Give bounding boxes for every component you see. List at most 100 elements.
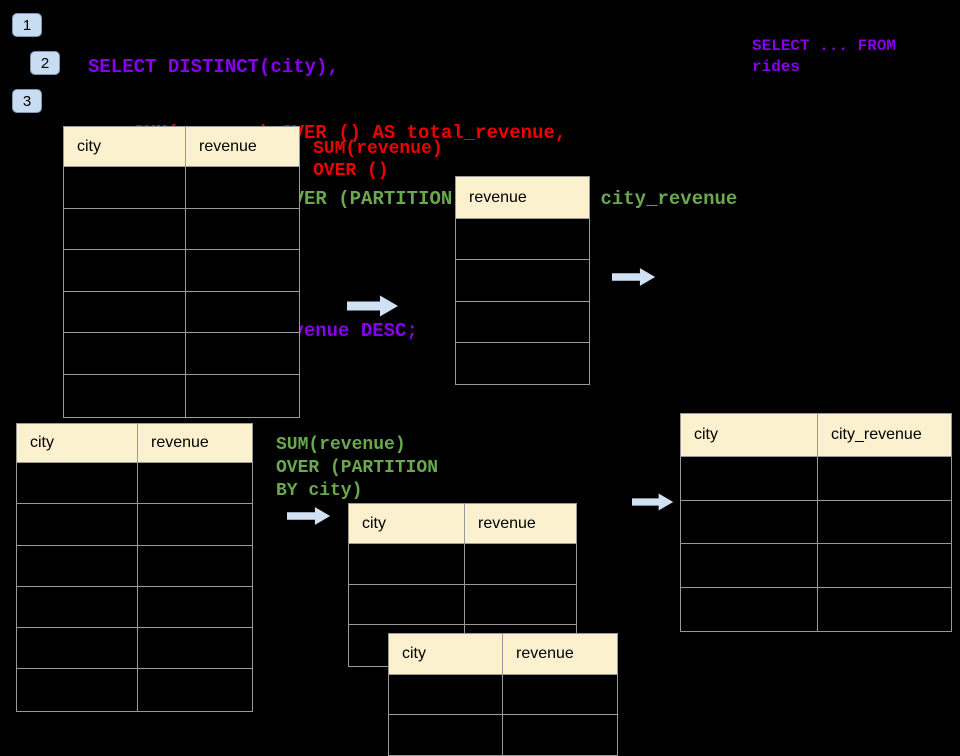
column-header-revenue: revenue [199,137,257,155]
table-cell-empty [138,587,252,627]
flow-arrow-to-revenue-table [347,295,399,317]
table-cell-empty [64,208,186,250]
sql-line-select: SELECT DISTINCT(city), [88,56,339,78]
column-header-city: city [349,504,465,543]
table-cell-empty [681,544,818,587]
table-row-empty [17,463,252,505]
table-cell-empty [503,675,617,714]
table-header-row: city city_revenue [681,414,951,457]
table-cell-empty [186,375,299,417]
table-row-empty [456,219,589,261]
table-cell-empty [818,501,951,544]
table-row-empty [17,586,252,629]
table-cell-empty [138,463,252,503]
table-cell-empty [138,546,252,586]
table-cell-empty [818,588,951,632]
table-row-empty [389,675,617,715]
table-body [17,463,252,711]
table-cell-empty [64,374,186,417]
table-revenue-only: revenue [455,176,590,386]
table-cell-empty [456,343,589,384]
table-cell-empty [681,457,818,500]
table-row-empty [64,374,299,417]
table-row-empty [64,167,299,209]
table-cell-empty [138,504,252,544]
table-row-empty [456,302,589,343]
table-cell-empty [349,544,465,584]
side-note-select-from-rides: SELECT ... FROM rides [752,37,897,76]
table-body [64,167,299,417]
table-cell-empty [17,628,138,669]
table-cell-empty [138,628,252,668]
table-cell-empty [465,544,576,584]
table-cell-empty [186,167,299,208]
table-body [456,219,589,384]
step-badge-2: 2 [30,51,60,75]
table-row-empty [17,669,252,711]
table-row-empty [456,343,589,384]
column-header-revenue: revenue [478,514,536,532]
flow-arrow-to-result-table [632,492,674,512]
table-row-empty [456,260,589,302]
table-row-empty [681,587,951,632]
table-cell-empty [64,167,186,208]
column-header-city: city [17,424,138,462]
column-header-city-revenue: city_revenue [831,426,922,443]
table-cell-empty [681,500,818,543]
table-row-empty [64,333,299,375]
table-cell-empty [138,669,252,710]
table-row-empty [349,584,576,626]
table-cell-empty [186,292,299,333]
table-cell-empty [389,715,503,755]
table-row-empty [17,504,252,546]
table-cell-empty [64,250,186,291]
table-header-row: revenue [456,177,589,219]
table-cell-empty [456,302,589,342]
column-header-city: city [681,414,818,456]
table-header-row: city revenue [349,504,576,544]
table-cell-empty [186,250,299,291]
table-row-empty [17,628,252,670]
table-cell-empty [818,457,951,500]
table-cell-empty [186,209,299,250]
table-cell-empty [681,587,818,631]
table-partition-back: city revenue [348,503,577,667]
table-cell-empty [456,260,589,300]
column-header-revenue: revenue [151,434,209,451]
slide-canvas: { "slide": { "colors": { "slide_bg": "#0… [12,13,952,756]
table-row-empty [17,545,252,587]
step-badge-1: 1 [12,13,42,37]
table-row-empty [681,544,951,588]
table-row-empty [64,250,299,292]
table-cell-empty [17,669,138,711]
table-cell-empty [17,545,138,586]
table-cell-empty [456,219,589,259]
flow-arrow-from-revenue-table [612,267,656,287]
table-body [389,675,617,755]
label-sum-over-total: SUM(revenue) OVER () [313,139,443,181]
table-cell-empty [64,333,186,374]
table-row-empty [64,208,299,251]
table-source-top: city revenue [63,126,300,418]
step-badge-3: 3 [12,89,42,113]
table-row-empty [349,544,576,585]
table-header-row: city revenue [64,127,299,167]
table-source-bottom: city revenue [16,423,253,712]
table-header-row: city revenue [389,634,617,675]
table-partition-front: city revenue [388,633,618,756]
table-cell-empty [389,675,503,714]
table-header-row: city revenue [17,424,252,463]
table-cell-empty [349,584,465,625]
table-row-empty [389,715,617,755]
table-cell-empty [64,291,186,333]
table-cell-empty [186,333,299,374]
table-cell-empty [818,544,951,587]
table-row-empty [681,457,951,501]
table-cell-empty [17,504,138,545]
column-header-revenue: revenue [469,188,527,206]
table-cell-empty [503,715,617,755]
table-cell-empty [465,585,576,625]
table-row-empty [681,500,951,544]
table-cell-empty [17,463,138,504]
flow-arrow-to-partition-table [287,506,331,526]
